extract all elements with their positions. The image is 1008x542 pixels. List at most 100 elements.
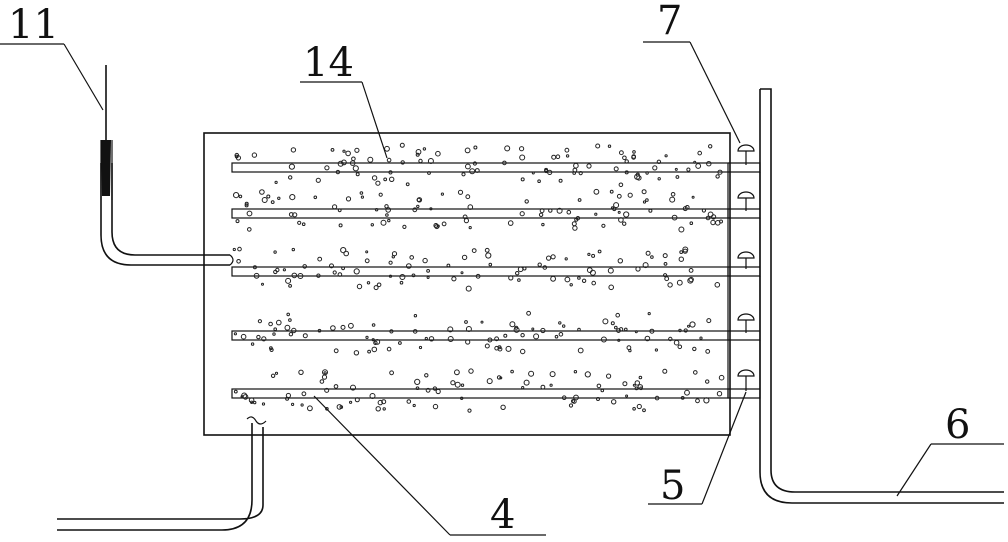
bubble bbox=[316, 273, 321, 278]
bubble bbox=[457, 189, 464, 195]
inlet-pipe bbox=[100, 163, 230, 266]
bubble bbox=[537, 179, 541, 183]
bubble bbox=[371, 346, 378, 353]
bubble bbox=[682, 206, 688, 212]
bubble bbox=[682, 246, 689, 253]
bubble bbox=[584, 371, 591, 378]
bubble bbox=[679, 250, 684, 255]
bubble bbox=[427, 171, 431, 175]
bubble bbox=[678, 226, 685, 233]
bubble bbox=[670, 192, 676, 197]
bubble bbox=[688, 268, 694, 273]
bubble bbox=[507, 220, 514, 226]
bubble bbox=[719, 219, 723, 224]
valve bbox=[737, 369, 755, 391]
bubble bbox=[635, 266, 641, 272]
bubble bbox=[577, 198, 582, 202]
bubble bbox=[540, 384, 546, 390]
bubble bbox=[409, 255, 415, 260]
bubble bbox=[687, 324, 690, 328]
bubble bbox=[614, 325, 618, 330]
bubble bbox=[600, 336, 607, 343]
bubble bbox=[288, 163, 295, 170]
bubble bbox=[573, 370, 578, 374]
bubble bbox=[678, 256, 684, 262]
bubble bbox=[671, 214, 678, 221]
bubble bbox=[634, 380, 640, 386]
bubble bbox=[337, 160, 344, 167]
bubble bbox=[544, 167, 549, 172]
bubble bbox=[596, 397, 600, 401]
bubble bbox=[233, 389, 238, 394]
bubble bbox=[388, 260, 393, 265]
bubble bbox=[356, 283, 363, 290]
bubble bbox=[547, 169, 553, 175]
bubble bbox=[705, 349, 711, 354]
bubble bbox=[467, 408, 472, 413]
bubble bbox=[297, 220, 302, 225]
bubble bbox=[645, 250, 651, 256]
bubble bbox=[290, 147, 297, 153]
bubble bbox=[351, 156, 356, 162]
bubble bbox=[664, 276, 670, 282]
bubble bbox=[292, 212, 298, 218]
bubble bbox=[426, 276, 430, 279]
bubble bbox=[415, 152, 420, 157]
bubble bbox=[622, 221, 627, 226]
bubble bbox=[610, 321, 615, 326]
bubble bbox=[261, 402, 266, 406]
bubble bbox=[508, 275, 514, 281]
bubble bbox=[238, 194, 243, 199]
bubble bbox=[510, 369, 514, 374]
bubble bbox=[269, 347, 274, 352]
bubble bbox=[288, 318, 292, 322]
bubble bbox=[558, 178, 563, 183]
bubble bbox=[432, 386, 438, 391]
bubble bbox=[676, 279, 683, 286]
bubble bbox=[689, 321, 696, 328]
bubble bbox=[465, 339, 471, 345]
bubble bbox=[568, 403, 574, 408]
bubble bbox=[319, 379, 325, 384]
valve bbox=[737, 191, 755, 211]
bubble bbox=[680, 396, 685, 400]
bubble bbox=[648, 208, 653, 213]
bubble bbox=[343, 250, 350, 257]
aeration-tube bbox=[231, 162, 729, 173]
bubble bbox=[285, 392, 291, 399]
bubble bbox=[654, 348, 659, 352]
bubble bbox=[418, 158, 423, 164]
bubble bbox=[519, 146, 525, 152]
bubble bbox=[432, 403, 439, 410]
bubble bbox=[367, 349, 372, 354]
bubble bbox=[354, 147, 360, 153]
bubble bbox=[463, 218, 469, 224]
bubble bbox=[561, 395, 567, 401]
bubble bbox=[538, 212, 544, 218]
bubble bbox=[460, 383, 465, 387]
bubble bbox=[627, 192, 633, 198]
bubble bbox=[270, 373, 276, 378]
bubble bbox=[533, 333, 540, 340]
bubble bbox=[337, 208, 342, 213]
bubble bbox=[382, 407, 386, 411]
bubble bbox=[386, 157, 392, 163]
bubble bbox=[259, 189, 265, 195]
bubble bbox=[317, 256, 323, 262]
bubble bbox=[354, 397, 360, 403]
bubble bbox=[617, 258, 623, 264]
bubble bbox=[435, 150, 441, 157]
bubble bbox=[514, 325, 519, 330]
bubble bbox=[465, 326, 472, 332]
bubble bbox=[340, 324, 346, 330]
bubble bbox=[505, 345, 512, 352]
bubble bbox=[562, 324, 566, 328]
bubble bbox=[503, 333, 508, 338]
bubble bbox=[301, 222, 306, 226]
bubble bbox=[332, 270, 337, 275]
drain-opening bbox=[246, 416, 267, 425]
bubble bbox=[399, 142, 405, 148]
bubble bbox=[412, 207, 418, 213]
bubble bbox=[464, 147, 471, 154]
bubble bbox=[650, 255, 654, 259]
